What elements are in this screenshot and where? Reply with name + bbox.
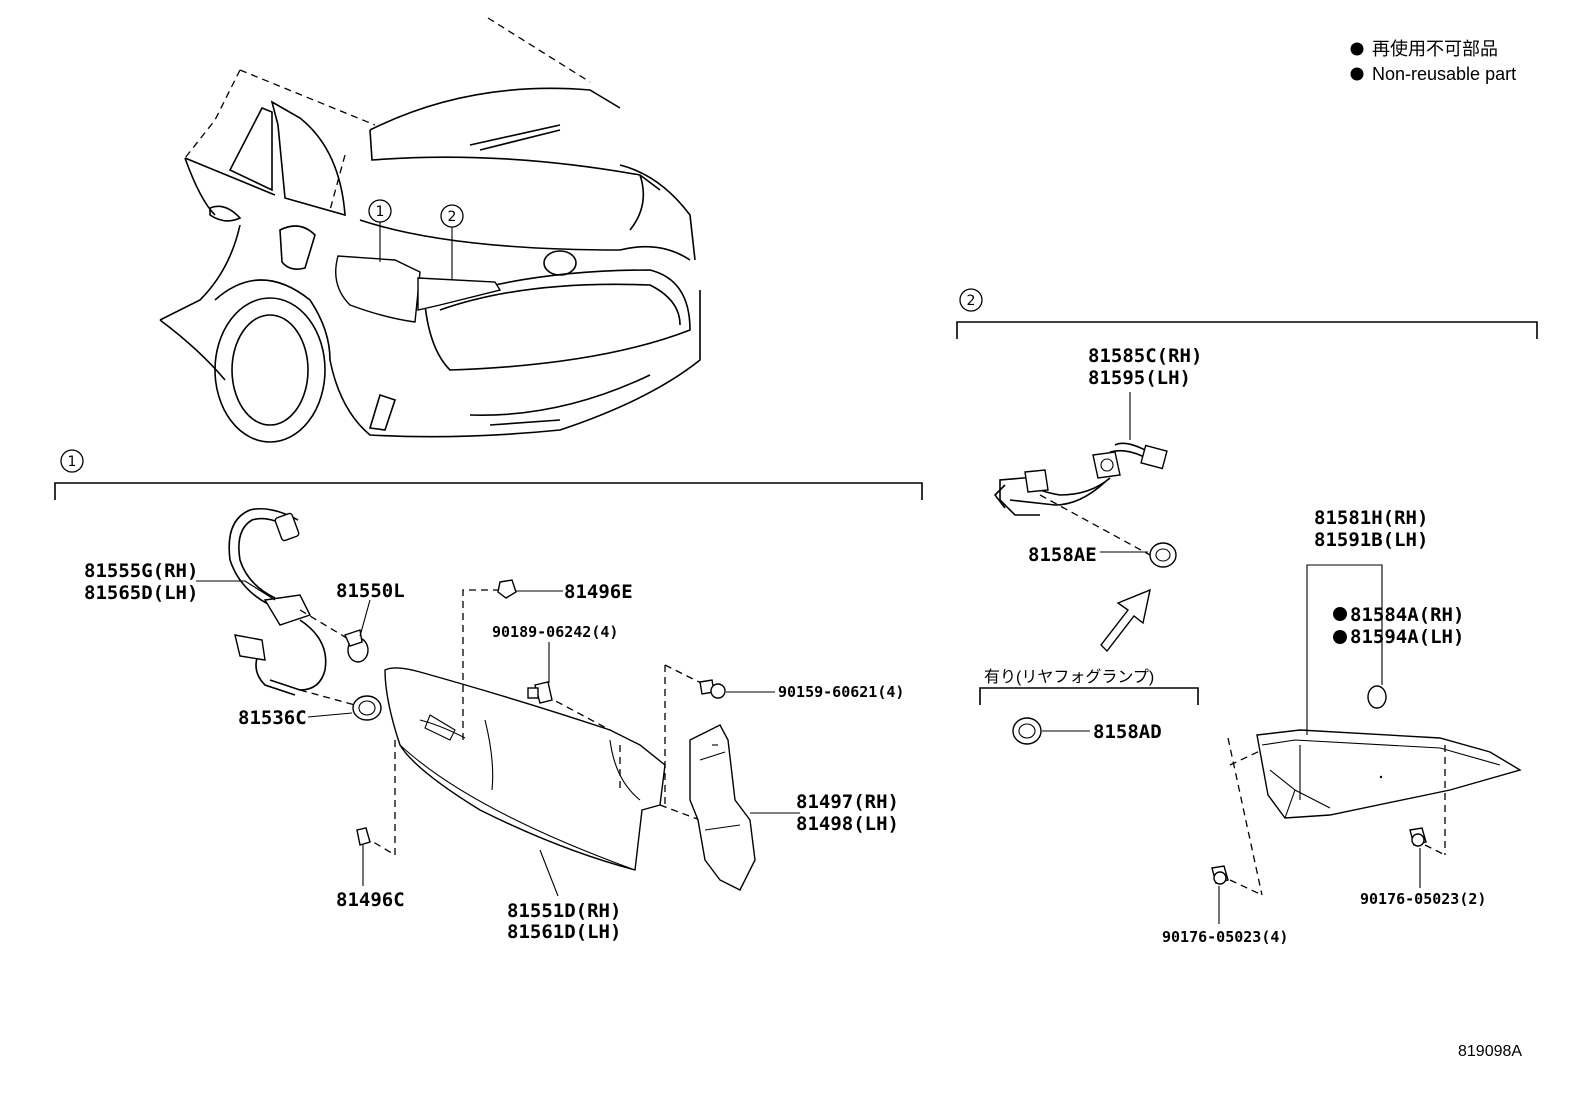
section-2-inner-lamp: 2 有り(リヤフォグランプ) bbox=[956, 288, 1538, 946]
screw-90159 bbox=[699, 679, 726, 699]
legend-english: Non-reusable part bbox=[1372, 64, 1516, 84]
non-reusable-bullet-icon bbox=[1333, 630, 1347, 644]
legend: 再使用不可部品 Non-reusable part bbox=[1350, 39, 1516, 84]
label-81551D: 81551D(RH) bbox=[507, 900, 621, 922]
direction-arrow-icon bbox=[1100, 588, 1151, 653]
label-81497: 81497(RH) bbox=[796, 791, 899, 813]
callout-1-number: 1 bbox=[376, 204, 385, 220]
section-2-leaders bbox=[1042, 392, 1421, 924]
section-1-outer-lamp: 1 bbox=[54, 449, 923, 943]
non-reusable-bullet-icon bbox=[1333, 607, 1347, 621]
bulb-81550L bbox=[344, 629, 369, 663]
gasket-81584A bbox=[1367, 685, 1387, 709]
label-8158AD: 8158AD bbox=[1093, 721, 1162, 743]
label-81581H: 81581H(RH) bbox=[1314, 507, 1428, 529]
label-81585C: 81585C(RH) bbox=[1088, 345, 1202, 367]
callout-1-circle bbox=[368, 199, 392, 223]
diagram-code: 819098A bbox=[1458, 1043, 1522, 1060]
label-81496E: 81496E bbox=[564, 581, 633, 603]
socket-81536C bbox=[352, 695, 382, 721]
socket-8158AD bbox=[1012, 717, 1042, 745]
label-8158AE: 8158AE bbox=[1028, 544, 1097, 566]
vehicle-rear-illustration: 1 2 bbox=[159, 17, 701, 443]
label-81550L: 81550L bbox=[336, 580, 405, 602]
label-90176-2: 90176-05023(2) bbox=[1360, 890, 1486, 908]
fog-lamp-bracket bbox=[979, 687, 1199, 705]
socket-8158AE bbox=[1149, 542, 1177, 568]
label-81565D: 81565D(LH) bbox=[84, 582, 198, 604]
rear-lamp-lens bbox=[384, 667, 666, 871]
section-2-marker: 2 bbox=[967, 293, 976, 309]
label-81591B: 81591B(LH) bbox=[1314, 529, 1428, 551]
label-81536C: 81536C bbox=[238, 707, 307, 729]
clip-81496C bbox=[356, 827, 371, 846]
label-81561D: 81561D(LH) bbox=[507, 921, 621, 943]
section-1-marker: 1 bbox=[68, 454, 77, 470]
legend-japanese: 再使用不可部品 bbox=[1372, 39, 1498, 59]
label-81584A: 81584A(RH) bbox=[1350, 604, 1464, 626]
label-90159: 90159-60621(4) bbox=[778, 683, 904, 701]
gasket-81497 bbox=[689, 724, 756, 891]
socket-wire-assembly bbox=[228, 507, 356, 706]
label-81498: 81498(LH) bbox=[796, 813, 899, 835]
label-81555G: 81555G(RH) bbox=[84, 560, 198, 582]
callout-2-circle bbox=[440, 204, 464, 228]
fog-lamp-note: 有り(リヤフォグランプ) bbox=[984, 668, 1154, 686]
label-81595: 81595(LH) bbox=[1088, 367, 1191, 389]
screw-90189 bbox=[527, 681, 553, 704]
callout-2-number: 2 bbox=[448, 209, 457, 225]
section-1-leaders bbox=[196, 580, 800, 897]
section-2-marker-circle bbox=[959, 288, 983, 312]
label-90176-4: 90176-05023(4) bbox=[1162, 928, 1288, 946]
section-1-marker-circle bbox=[60, 449, 84, 473]
non-reusable-bullet-icon bbox=[1350, 67, 1364, 81]
inner-rear-lamp bbox=[1256, 729, 1522, 819]
socket-wire-assembly-2 bbox=[993, 442, 1168, 556]
section-2-bracket bbox=[956, 321, 1538, 339]
label-90189: 90189-06242(4) bbox=[492, 623, 618, 641]
section-1-bracket bbox=[54, 482, 923, 500]
label-81594A: 81594A(LH) bbox=[1350, 626, 1464, 648]
screw-90176-left bbox=[1211, 865, 1229, 885]
non-reusable-bullet-icon bbox=[1350, 42, 1364, 56]
screw-90176-right bbox=[1409, 827, 1427, 847]
nut-81496E bbox=[497, 579, 517, 599]
label-81496C: 81496C bbox=[336, 889, 405, 911]
